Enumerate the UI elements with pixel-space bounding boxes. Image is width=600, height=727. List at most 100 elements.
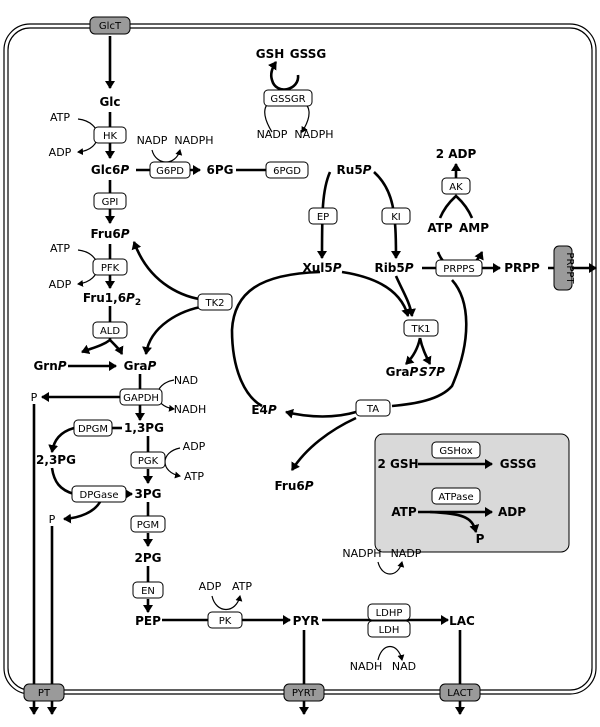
enzyme-pk-label: PK: [219, 616, 232, 627]
enzyme-gssgr-label: GSSGR: [270, 94, 305, 105]
metabolite-fru6p: Fru6P: [90, 227, 129, 241]
enzyme-ki: [381, 207, 411, 225]
enzyme-ak: [441, 177, 471, 195]
cofactor-pgk-adp: ADP: [183, 440, 206, 453]
atpase-p-edge: [429, 510, 480, 533]
enzyme-gshox: [431, 441, 481, 459]
cofactor-gapdh-nadh: NADH: [174, 403, 207, 416]
metabolite-pyr: PYR: [293, 614, 320, 628]
ta-to-e4p-edge: [285, 408, 357, 419]
transporter-pt: [23, 683, 65, 702]
transporter-glct-label: GlcT: [99, 21, 122, 32]
cofactor-gapdh-nad: NAD: [174, 374, 198, 387]
enzyme-ldh: [367, 620, 411, 638]
enzyme-ta: [355, 399, 391, 417]
metabolite-grnp: GrnP: [33, 359, 66, 373]
xul5p-to-tk1-edge: [341, 270, 412, 317]
enzyme-en-label: EN: [141, 586, 155, 597]
metabolite-xul5p: Xul5P: [302, 261, 341, 275]
enzyme-dpgm-label: DPGM: [78, 424, 108, 435]
tk2-to-grap-edge: [142, 304, 207, 355]
23pg-to-dpgase-edge: [50, 467, 75, 496]
enzyme-hk-label: HK: [103, 131, 118, 142]
ldh-cofactor-edge: [377, 645, 405, 661]
transporter-glct: [89, 16, 131, 35]
metabolite-atp-mid: ATP: [427, 221, 453, 235]
legend-atpase-right: ADP: [498, 505, 526, 519]
cofactor-pgd-nadph: NADPH: [294, 128, 333, 141]
tk1-to-grap-edge: [405, 337, 422, 365]
metabolite-gssg: GSSG: [290, 47, 326, 61]
legend-gshox-right: GSSG: [500, 457, 536, 471]
enzyme-pgm: [130, 515, 166, 533]
enzyme-gshox-label: GSHox: [439, 446, 472, 457]
transporter-pt-label: PT: [38, 688, 51, 699]
enzyme-en: [132, 581, 164, 599]
cofactor-pgk-atp: ATP: [184, 470, 204, 483]
enzyme-gssgr: [263, 89, 313, 107]
enzyme-gapdh: [119, 388, 163, 406]
g6pd-cofactor-edge: [151, 149, 183, 163]
metabolite-p-left: P: [31, 391, 38, 404]
enzyme-ki-label: KI: [391, 212, 401, 223]
enzyme-atpase-label: ATPase: [438, 492, 473, 503]
metabolite-3pg: 3PG: [135, 487, 162, 501]
transporter-prppt: [553, 245, 573, 291]
enzyme-6pgd-label: 6PGD: [273, 166, 301, 177]
ald-to-grnp-edge: [81, 338, 111, 355]
legend-gshox-left: 2 GSH: [377, 457, 418, 471]
enzyme-ep-label: EP: [317, 212, 329, 223]
metabolite-s7p: S7P: [419, 365, 445, 379]
metabolite-grap2: GraP: [386, 365, 419, 379]
metabolite-rib5p: Rib5P: [374, 261, 413, 275]
metabolite-6pg: 6PG: [207, 163, 234, 177]
dpgm-to-23pg-edge: [48, 426, 75, 453]
ru5p-to-rib5p-edge: [373, 171, 401, 259]
enzyme-ak-label: AK: [449, 182, 463, 193]
enzyme-gapdh-label: GAPDH: [123, 393, 159, 404]
cofactor-hk-adp: ADP: [49, 146, 72, 159]
cofactor-pfk-adp: ADP: [49, 278, 72, 291]
transporter-lact-label: LACT: [447, 688, 473, 699]
enzyme-ldhp: [367, 603, 411, 621]
enzyme-gpi: [93, 192, 127, 210]
metabolite-fru6p2: Fru6P: [274, 479, 313, 493]
metabolite-glc: Glc: [99, 95, 120, 109]
metabolite-lac: LAC: [449, 614, 475, 628]
ald-to-grap-edge: [109, 339, 124, 355]
enzyme-dpgase-label: DPGase: [80, 490, 119, 501]
cofactor-g6pd-nadph: NADPH: [174, 134, 213, 147]
metabolite-amp: AMP: [459, 221, 489, 235]
enzyme-tk2: [197, 293, 233, 311]
nonox-circle-edge: [230, 270, 321, 408]
cofactor-pk-atp: ATP: [232, 580, 252, 593]
enzyme-hk: [93, 126, 127, 144]
enzyme-tk1: [403, 319, 439, 337]
transporter-pyrt-label: PYRT: [292, 688, 317, 699]
cofactor-ldhp-nadph: NADPH: [342, 547, 381, 560]
enzyme-pgk: [130, 451, 166, 469]
enzyme-pgm-label: PGM: [137, 520, 159, 531]
metabolite-13pg: 1,3PG: [124, 421, 164, 435]
tk2-to-fru6p-edge: [131, 241, 207, 302]
enzyme-gpi-label: GPI: [102, 197, 119, 208]
tk1-to-s7p-edge: [418, 337, 432, 365]
transporter-prppt-label: PRPPT: [564, 252, 575, 284]
nonox-right-edge: [391, 279, 468, 408]
ru5p-to-xul5p-edge: [317, 171, 332, 259]
cofactor-pgd-nadp: NADP: [257, 128, 288, 141]
enzyme-ep: [308, 207, 338, 225]
cofactor-ldhp-nadp: NADP: [391, 547, 422, 560]
enzyme-g6pd: [149, 161, 191, 179]
metabolite-23pg: 2,3PG: [36, 453, 76, 467]
enzyme-ald: [92, 321, 128, 339]
pk-cofactor-edge: [211, 595, 243, 611]
enzyme-pk: [207, 611, 243, 629]
metabolite-pep: PEP: [135, 614, 161, 628]
metabolite-2pg: 2PG: [135, 551, 162, 565]
metabolite-ru5p: Ru5P: [337, 163, 372, 177]
cofactor-g6pd-nadp: NADP: [137, 134, 168, 147]
enzyme-tk1-label: TK1: [410, 324, 430, 335]
enzyme-pfk: [92, 258, 128, 276]
enzyme-prpps: [435, 259, 483, 277]
